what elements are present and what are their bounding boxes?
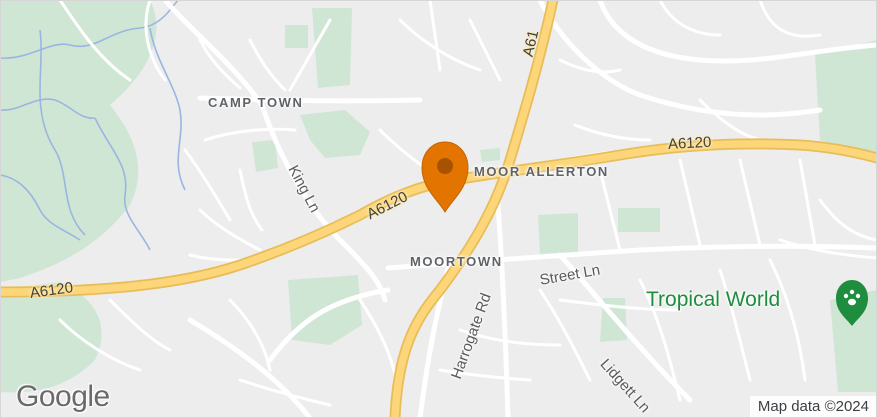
poi-label-tropical-world[interactable]: Tropical World: [646, 288, 781, 311]
map-attribution[interactable]: Map data ©2024: [749, 396, 877, 418]
district-label-camp-town: CAMP TOWN: [208, 95, 304, 110]
paw-icon[interactable]: [836, 280, 868, 326]
district-label-moortown: MOORTOWN: [410, 254, 503, 269]
google-logo: Google: [16, 380, 110, 413]
road-label-a6120-east: A6120: [667, 133, 712, 153]
streams: [0, 0, 186, 251]
location-pin-icon[interactable]: [421, 141, 469, 213]
district-label-moor-allerton: MOOR ALLERTON: [474, 164, 609, 179]
green-areas: [0, 0, 877, 393]
